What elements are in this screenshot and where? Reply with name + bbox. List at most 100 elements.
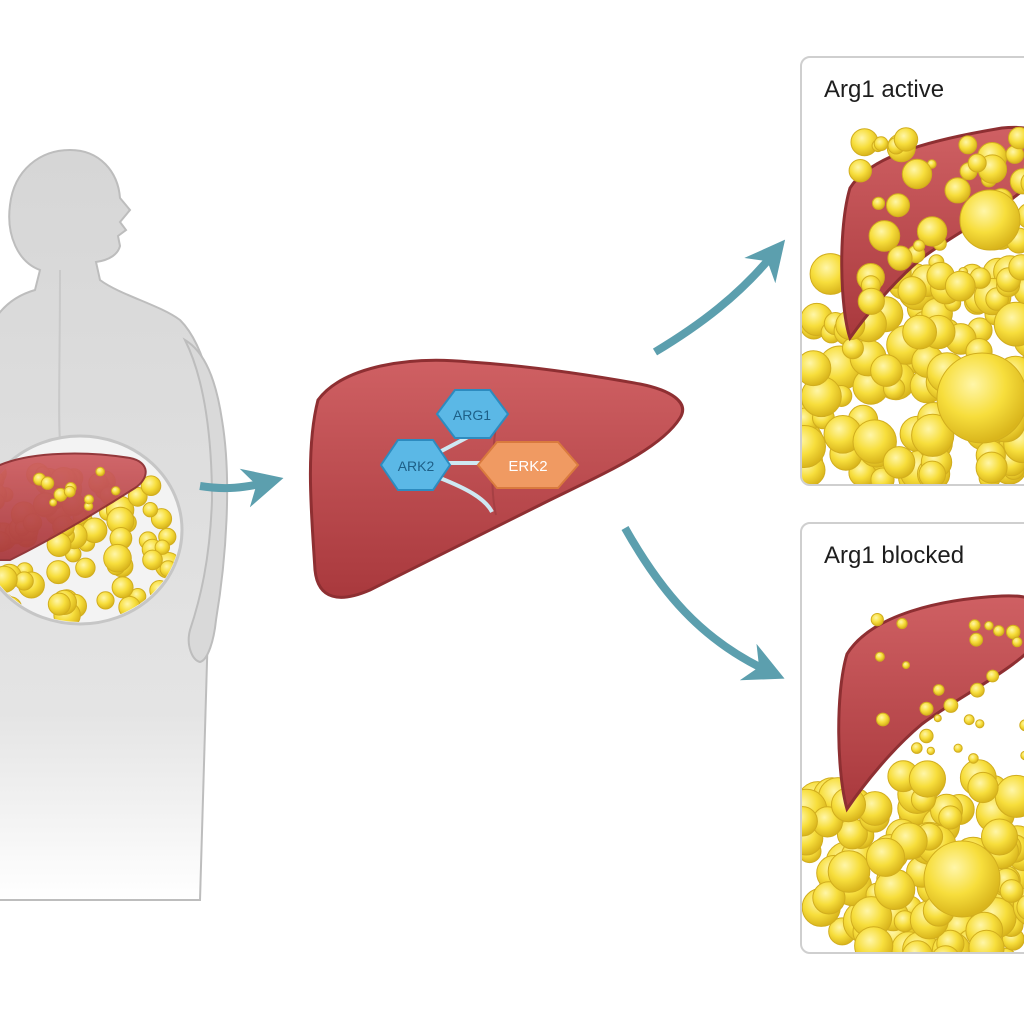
fat-globule <box>857 287 885 315</box>
fat-globule <box>938 805 963 830</box>
fat-globule <box>1020 174 1024 192</box>
fat-globule <box>96 591 115 610</box>
arrow-to-liver <box>199 468 284 508</box>
fat-globule <box>967 153 987 173</box>
fat-globule <box>841 337 864 360</box>
arrow-to-active <box>652 239 786 356</box>
fat-globule <box>886 193 910 218</box>
fat-globule <box>944 177 971 204</box>
fat-globule <box>953 743 963 753</box>
fat-globule <box>802 806 818 837</box>
fat-globule <box>1019 719 1024 732</box>
ark2-node: ARK2 <box>379 439 452 491</box>
fat-globule <box>75 557 96 578</box>
erk2-label: ERK2 <box>508 458 547 475</box>
fat-globule <box>1008 126 1024 150</box>
fat-globule <box>870 354 903 387</box>
fat-globule <box>969 682 985 698</box>
fat-globule <box>975 451 1008 484</box>
fat-globule <box>933 945 958 952</box>
fat-globule <box>49 498 58 507</box>
panel-title-active: Arg1 active <box>824 76 945 103</box>
fat-globule <box>142 549 163 571</box>
fat-globule <box>111 576 134 599</box>
fat-globule <box>870 613 884 627</box>
fat-globule <box>919 728 934 744</box>
fat-globule <box>968 753 979 764</box>
fat-globule <box>981 818 1018 856</box>
panel-arg1-active: Arg1 active <box>800 56 1024 486</box>
fat-globule <box>40 476 55 490</box>
fat-globule <box>963 714 975 726</box>
fat-globule <box>901 158 933 190</box>
fat-globule <box>1020 750 1024 761</box>
panel-arg1-blocked: Arg1 blocked <box>800 522 1024 954</box>
fat-globule <box>897 276 927 306</box>
fat-globule <box>802 350 832 387</box>
large-fat-globule <box>936 352 1024 444</box>
fat-globule <box>911 413 955 457</box>
small-liver-fat <box>32 466 121 511</box>
fat-globule <box>1016 895 1024 920</box>
fat-globule <box>967 771 999 804</box>
fat-globule <box>993 625 1005 637</box>
fat-globule <box>984 621 994 631</box>
fat-globule <box>111 486 121 496</box>
erk2-node: ERK2 <box>476 441 580 489</box>
fat-globule <box>968 929 1005 952</box>
fat-globule <box>812 881 846 915</box>
fat-globule <box>871 196 886 210</box>
ark2-label: ARK2 <box>398 458 435 474</box>
fat-globule <box>83 494 94 505</box>
fat-globule <box>14 571 34 591</box>
fat-globule <box>882 446 916 479</box>
fat-globule <box>802 425 826 468</box>
fat-globule <box>893 127 919 152</box>
fat-globule <box>902 940 933 952</box>
fat-globule <box>902 314 937 350</box>
fat-globule <box>865 837 906 877</box>
fat-globule <box>916 216 948 247</box>
fat-globule <box>911 742 923 754</box>
liver-fat-droplets-active <box>848 126 1024 315</box>
fat-globule <box>986 669 1000 683</box>
fat-globule <box>932 684 945 696</box>
fat-globule <box>902 661 910 670</box>
fat-globule <box>926 746 936 756</box>
abdomen-cutaway <box>0 434 184 626</box>
fat-globule <box>140 475 162 497</box>
fat-globule <box>999 879 1024 903</box>
fat-globule <box>975 719 985 729</box>
fat-globule <box>918 460 947 484</box>
active-illustration <box>802 125 1024 484</box>
fat-globule <box>854 926 894 952</box>
fat-globule <box>993 301 1024 347</box>
fat-globule <box>103 543 132 573</box>
blocked-illustration <box>802 594 1024 952</box>
subcutaneous-fat-blocked <box>802 759 1024 952</box>
large-fat-droplet <box>959 189 1021 251</box>
arg1-label: ARG1 <box>453 407 491 423</box>
fat-globule <box>1011 636 1023 648</box>
fat-globule <box>896 617 908 630</box>
fat-globule <box>944 270 976 302</box>
fat-globule <box>887 245 913 271</box>
fat-globule <box>943 698 959 713</box>
large-fat-globule <box>923 840 1001 918</box>
fat-globule <box>63 485 76 498</box>
arrow-to-blocked <box>621 526 785 681</box>
fat-globule <box>47 592 71 616</box>
fat-globule <box>46 560 71 585</box>
fat-globule <box>873 136 889 152</box>
fat-globule <box>1009 168 1024 195</box>
fat-globule <box>95 466 105 477</box>
liver-fat-droplets-blocked <box>870 613 1024 764</box>
fat-globule <box>154 539 171 555</box>
fat-globule <box>968 619 981 632</box>
arg1-node: ARG1 <box>435 389 510 439</box>
fat-globule <box>1005 624 1021 640</box>
fat-globule <box>142 502 159 518</box>
fat-globule <box>852 419 897 464</box>
fat-globule <box>919 701 934 716</box>
